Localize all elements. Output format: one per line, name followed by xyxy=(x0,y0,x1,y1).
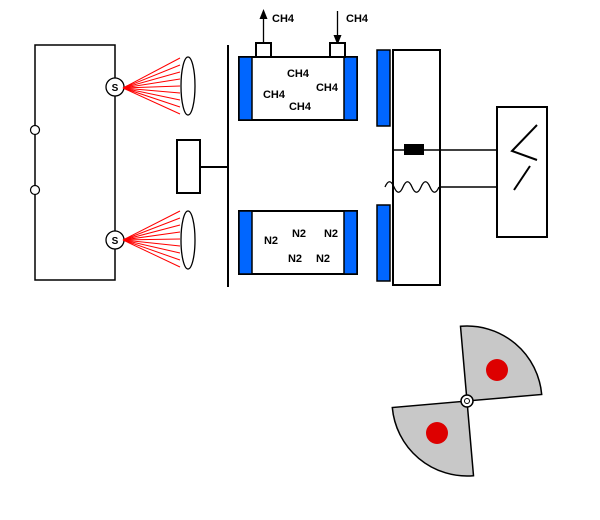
light-ray xyxy=(122,224,181,241)
gas-outlet-port xyxy=(255,42,272,58)
sample-gas-label: CH4 xyxy=(316,82,339,94)
light-ray xyxy=(122,239,181,261)
reference-gas-label: N2 xyxy=(292,228,306,240)
light-ray xyxy=(122,64,181,89)
reference-cell-window-left xyxy=(238,210,253,275)
gas-outlet: CH4 xyxy=(259,9,295,42)
recorder-box xyxy=(496,106,548,238)
light-ray xyxy=(122,78,181,89)
condenser-lens-top xyxy=(180,56,196,116)
chopper-marker-top xyxy=(486,359,508,381)
reference-gas-label: N2 xyxy=(324,228,338,240)
detector-body xyxy=(392,49,441,286)
light-ray xyxy=(122,87,181,94)
recorder-trace xyxy=(510,124,538,191)
reference-gas-label: N2 xyxy=(288,253,302,265)
sample-cell-window-left xyxy=(238,56,253,121)
gas-outlet-arrow-head xyxy=(259,9,268,19)
lamp-bottom: S xyxy=(105,230,125,250)
light-ray xyxy=(122,57,181,89)
terminal-circle-top xyxy=(29,124,41,136)
chopper-hub-center xyxy=(464,398,470,404)
sample-gas-label: CH4 xyxy=(289,101,312,113)
light-ray xyxy=(122,231,181,241)
ray-fan-top xyxy=(122,57,181,115)
gas-inlet-label: CH4 xyxy=(346,13,369,25)
light-ray xyxy=(122,239,181,254)
chopper-wheel xyxy=(391,325,543,477)
recorder-outline xyxy=(496,106,548,238)
capillary-squiggle xyxy=(384,181,440,193)
reference-gas-label: N2 xyxy=(316,253,330,265)
chopper-marker-bottom xyxy=(426,422,448,444)
power-supply-outline xyxy=(34,44,116,281)
light-ray xyxy=(122,239,181,268)
light-ray xyxy=(122,87,181,101)
shutter-box xyxy=(176,139,201,194)
light-ray xyxy=(122,87,181,108)
condenser-lens-bottom xyxy=(180,210,196,270)
light-ray xyxy=(122,210,181,241)
microflow-sensor xyxy=(404,144,424,155)
sample-cell: CH4 CH4 CH4 CH4 xyxy=(238,42,358,121)
ray-fan-bottom xyxy=(122,210,181,268)
gas-inlet-arrow-head xyxy=(333,35,342,45)
light-ray xyxy=(122,238,181,241)
detector-assembly xyxy=(384,49,441,286)
gas-inlet-port xyxy=(329,42,346,58)
gas-inlet: CH4 xyxy=(333,11,369,45)
detector-window-top xyxy=(376,49,391,127)
light-ray xyxy=(122,239,181,247)
reference-cell-window-right xyxy=(343,210,358,275)
sample-gas-label: CH4 xyxy=(287,68,310,80)
light-ray xyxy=(122,85,181,89)
power-supply-box xyxy=(29,44,116,281)
terminal-circle-bottom xyxy=(29,184,41,196)
light-ray xyxy=(122,71,181,89)
reference-gas-label: N2 xyxy=(264,235,278,247)
lamp-filament-top: S xyxy=(112,83,119,94)
light-ray xyxy=(122,217,181,241)
detector-window-bottom xyxy=(376,204,391,282)
lamp-filament-bottom: S xyxy=(112,236,119,247)
lamp-top: S xyxy=(105,77,125,97)
sample-gas-label: CH4 xyxy=(263,89,286,101)
sample-cell-window-right xyxy=(343,56,358,121)
gas-outlet-label: CH4 xyxy=(272,13,295,25)
reference-cell: N2 N2 N2 N2 N2 xyxy=(238,210,358,275)
light-ray xyxy=(122,87,181,115)
